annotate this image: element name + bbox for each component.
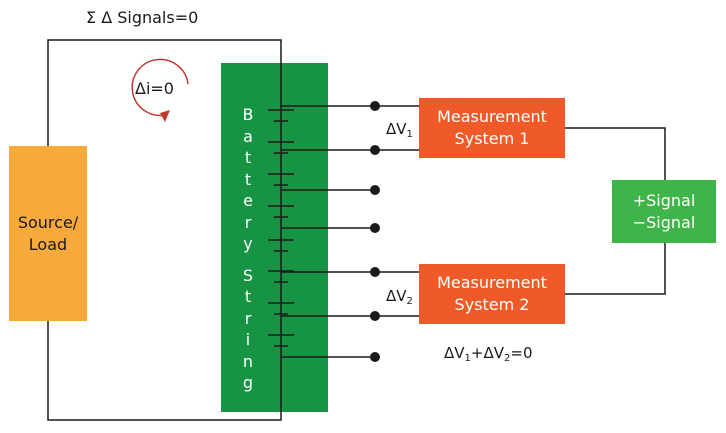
dv2-prefix: ΔV xyxy=(386,287,407,305)
signal-wire-bottom xyxy=(565,243,666,295)
signal-plus-label: +Signal xyxy=(632,190,696,210)
diagram-caption-top: Σ Δ Signals=0 xyxy=(86,8,199,27)
string-letter: g xyxy=(242,373,254,392)
battery-letter: t xyxy=(244,148,252,167)
ms2-label-line2: System 2 xyxy=(454,295,530,314)
measurement-system-2-box: Measurement System 2 xyxy=(419,264,565,324)
string-letter: S xyxy=(242,265,254,285)
outer-loop-wire-bottom xyxy=(47,321,282,421)
source-load-box: Source/ Load xyxy=(9,146,87,321)
string-letter: r xyxy=(244,308,252,328)
loop-arrowhead-icon xyxy=(160,110,170,122)
ms1-label-line1: Measurement xyxy=(437,107,547,126)
battery-letter: y xyxy=(243,234,253,253)
terminal-dots xyxy=(370,101,380,362)
ms2-label-line1: Measurement xyxy=(437,273,547,292)
signal-box: +Signal −Signal xyxy=(612,180,716,243)
string-letter: t xyxy=(244,287,252,306)
battery-string-label: B a t t e r y S t r i n g xyxy=(238,104,258,394)
battery-letter: t xyxy=(244,169,252,189)
measurement-wires xyxy=(375,105,419,317)
battery-letter: a xyxy=(243,126,253,146)
current-loop-arrow xyxy=(131,58,189,117)
dv2-sub: 2 xyxy=(406,296,413,307)
measurement-system-1-box: Measurement System 1 xyxy=(419,98,565,158)
eq-plus: +ΔV xyxy=(470,344,504,362)
dv1-sub: 1 xyxy=(406,129,413,140)
source-label-line2: Load xyxy=(28,234,68,254)
battery-letter: r xyxy=(244,212,252,232)
string-letter: i xyxy=(245,330,251,349)
signal-wire-top xyxy=(565,127,666,180)
dv1-prefix: ΔV xyxy=(386,120,407,138)
source-label-line1: Source/ xyxy=(17,212,79,232)
signal-minus-label: −Signal xyxy=(632,212,696,232)
ms1-label-line2: System 1 xyxy=(454,129,530,148)
eq-a-sub: 1 xyxy=(464,353,471,364)
sum-equation-label: ΔV1+ΔV2=0 xyxy=(444,344,533,364)
outer-loop-wire xyxy=(47,39,282,146)
string-letter: n xyxy=(242,351,254,371)
battery-letter: B xyxy=(242,105,254,124)
delta-v1-label: ΔV1 xyxy=(386,120,413,140)
delta-v2-label: ΔV2 xyxy=(386,287,413,307)
eq-rest: =0 xyxy=(510,344,533,362)
eq-b-sub: 2 xyxy=(504,353,511,364)
battery-letter: e xyxy=(243,191,253,210)
loop-current-label: Δi=0 xyxy=(135,79,174,98)
eq-a: ΔV xyxy=(444,344,465,362)
